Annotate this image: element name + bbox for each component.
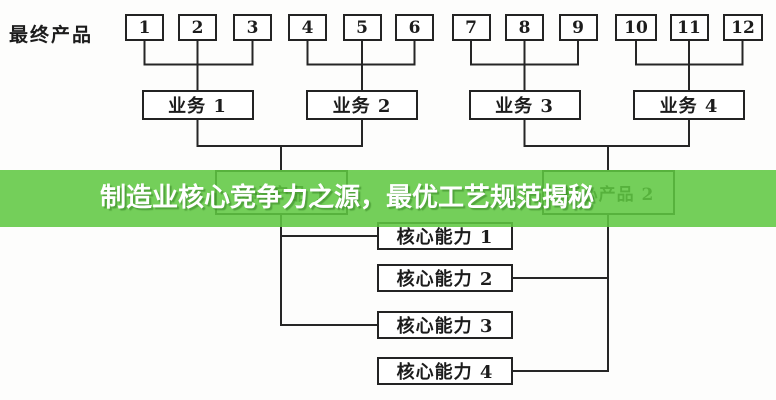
final-product-box-10: 10 xyxy=(615,14,657,41)
final-product-box-11: 11 xyxy=(669,14,709,41)
core-capability-box-3: 核心能力 3 xyxy=(377,311,513,339)
final-products-row-label: 最终产品 xyxy=(9,24,94,46)
final-product-box-1: 1 xyxy=(125,14,164,41)
business-box-2: 业务 2 xyxy=(306,90,418,120)
final-product-box-6: 6 xyxy=(395,14,434,41)
final-product-box-8: 8 xyxy=(505,14,544,41)
final-product-box-4: 4 xyxy=(288,14,327,41)
core-capability-box-4: 核心能力 4 xyxy=(377,357,513,385)
business-box-4: 业务 4 xyxy=(633,90,745,120)
final-product-box-9: 9 xyxy=(558,14,598,41)
final-product-box-3: 3 xyxy=(233,14,272,41)
business-box-1: 业务 1 xyxy=(141,90,254,120)
final-product-box-2: 2 xyxy=(178,14,217,41)
business-box-3: 业务 3 xyxy=(468,90,581,120)
final-product-box-12: 12 xyxy=(723,14,763,41)
headline-text: 制造业核心竞争力之源，最优工艺规范揭秘 xyxy=(100,183,595,213)
headline-banner: 制造业核心竞争力之源，最优工艺规范揭秘 xyxy=(0,170,776,227)
core-capability-box-2: 核心能力 2 xyxy=(377,264,513,292)
final-product-box-7: 7 xyxy=(451,14,491,41)
final-product-box-5: 5 xyxy=(342,14,382,41)
